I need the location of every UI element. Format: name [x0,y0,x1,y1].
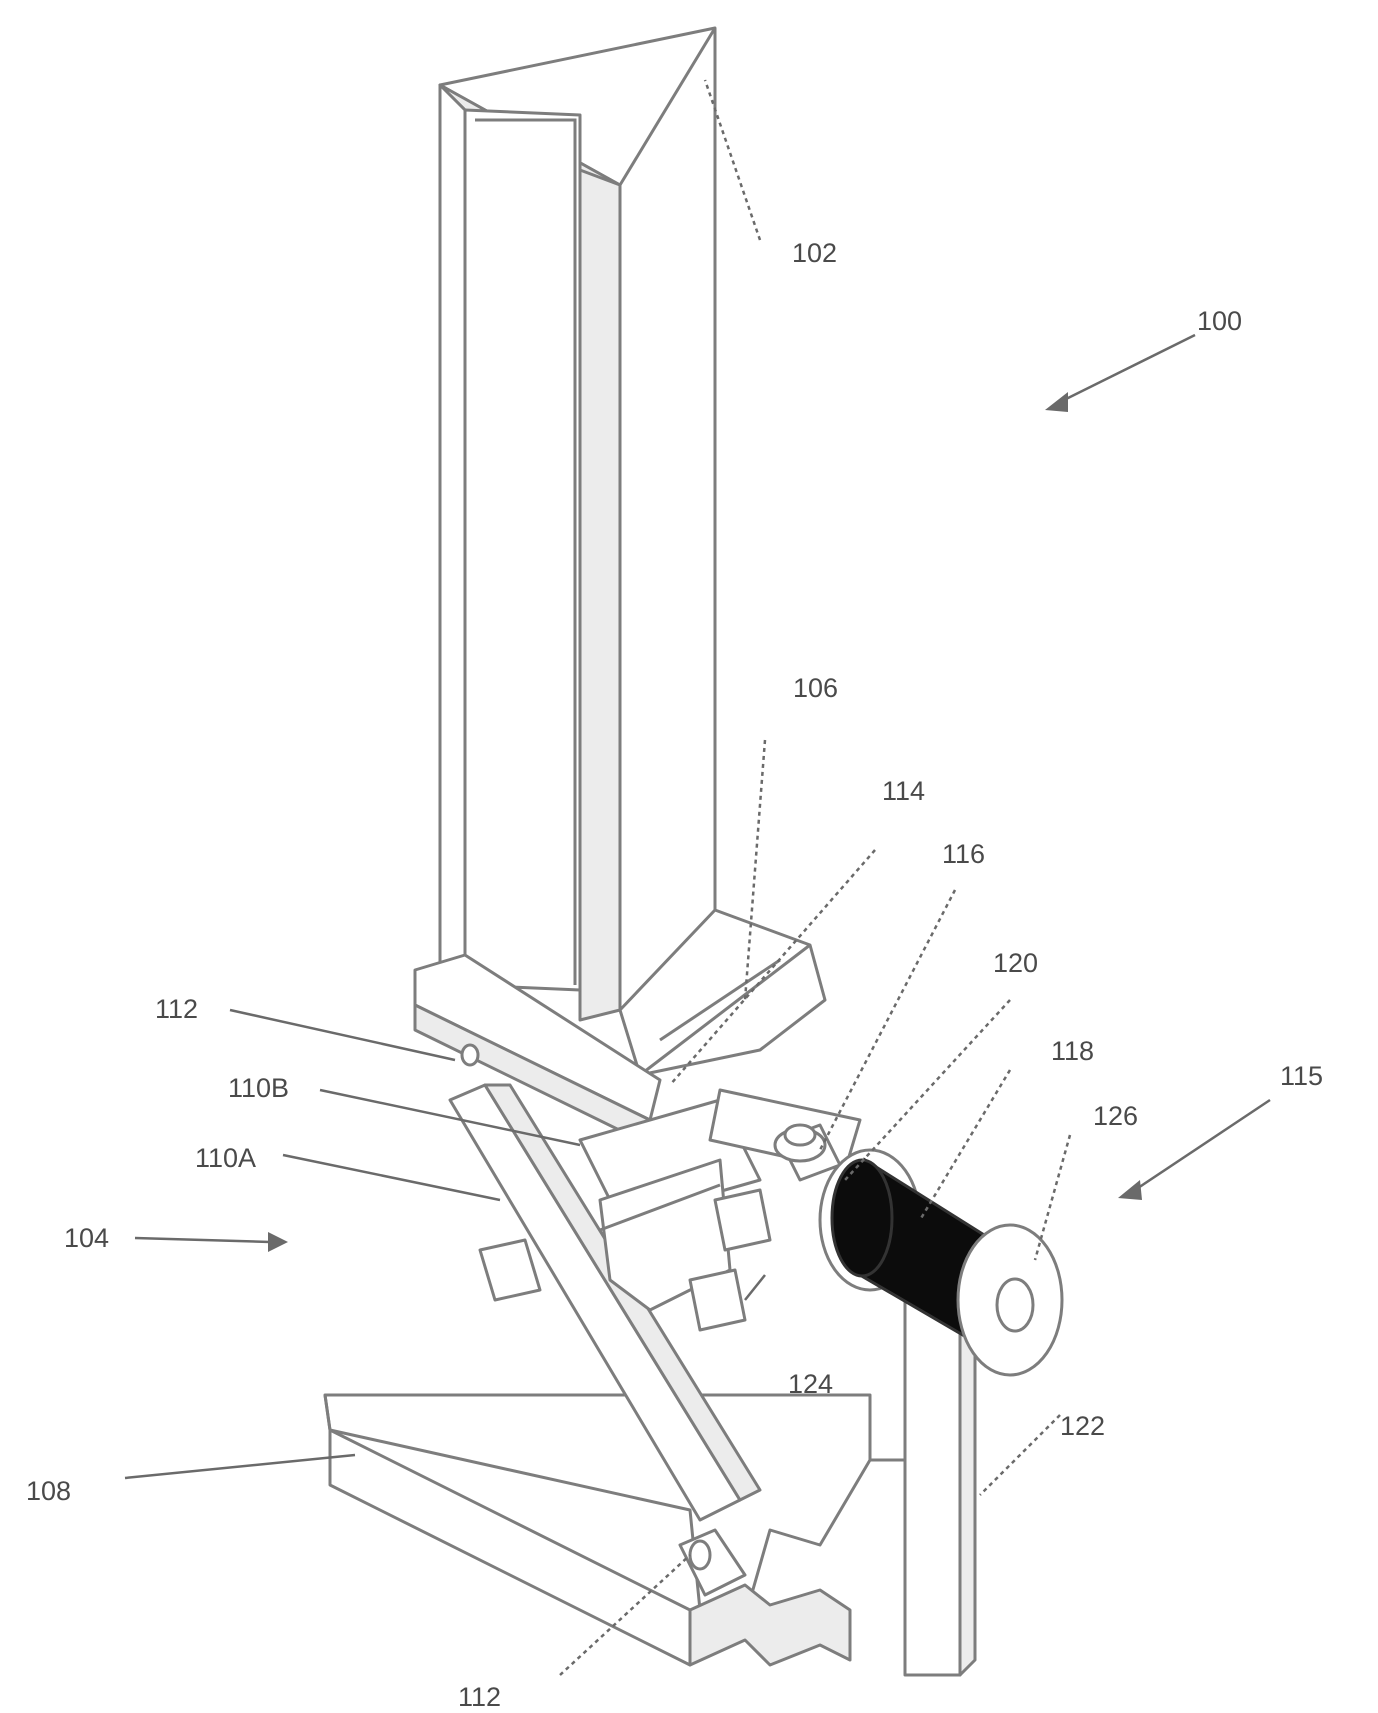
hopper [440,28,715,1020]
label-122: 122 [1060,1411,1105,1441]
label-110a: 110A [195,1143,256,1173]
label-126: 126 [1093,1101,1138,1131]
label-116: 116 [942,839,985,869]
support-post [870,1280,975,1675]
label-110b: 110B [228,1073,289,1103]
label-118: 118 [1051,1036,1094,1066]
label-120: 120 [993,948,1038,978]
label-115: 115 [1280,1061,1323,1091]
label-102: 102 [792,238,837,268]
label-106: 106 [793,673,838,703]
label-114: 114 [882,776,925,806]
label-100: 100 [1197,306,1242,336]
label-104: 104 [64,1223,109,1253]
label-108: 108 [26,1476,71,1506]
label-112-bottom: 112 [458,1682,501,1712]
label-112-top: 112 [155,994,198,1024]
base-plate [325,1395,870,1665]
label-124: 124 [788,1369,833,1399]
